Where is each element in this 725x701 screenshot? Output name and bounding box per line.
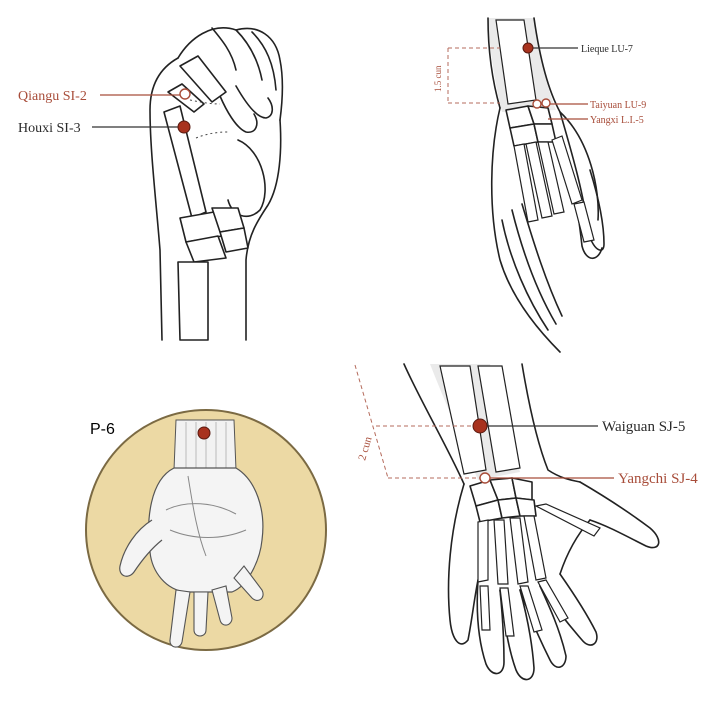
- label-waiguan: Waiguan SJ-5: [602, 419, 685, 435]
- label-taiyuan: Taiyuan LU-9: [590, 100, 646, 111]
- label-p6: P-6: [90, 421, 115, 438]
- label-houxi: Houxi SI-3: [18, 121, 81, 136]
- measure-1-5-cun: 1.5 cun: [433, 65, 443, 92]
- label-lieque: Lieque LU-7: [581, 44, 633, 55]
- label-qiangu: Qiangu SI-2: [18, 89, 87, 104]
- dorsal-hand-illustration: [354, 363, 660, 681]
- radial-wrist-illustration: [447, 17, 605, 353]
- measure-2-cun: 2 cun: [356, 435, 374, 462]
- fist-illustration: [92, 27, 284, 341]
- label-yangxi: Yangxi L.I.-5: [590, 115, 644, 126]
- label-yangchi: Yangchi SJ-4: [618, 471, 698, 487]
- palm-disc-illustration: [85, 409, 327, 651]
